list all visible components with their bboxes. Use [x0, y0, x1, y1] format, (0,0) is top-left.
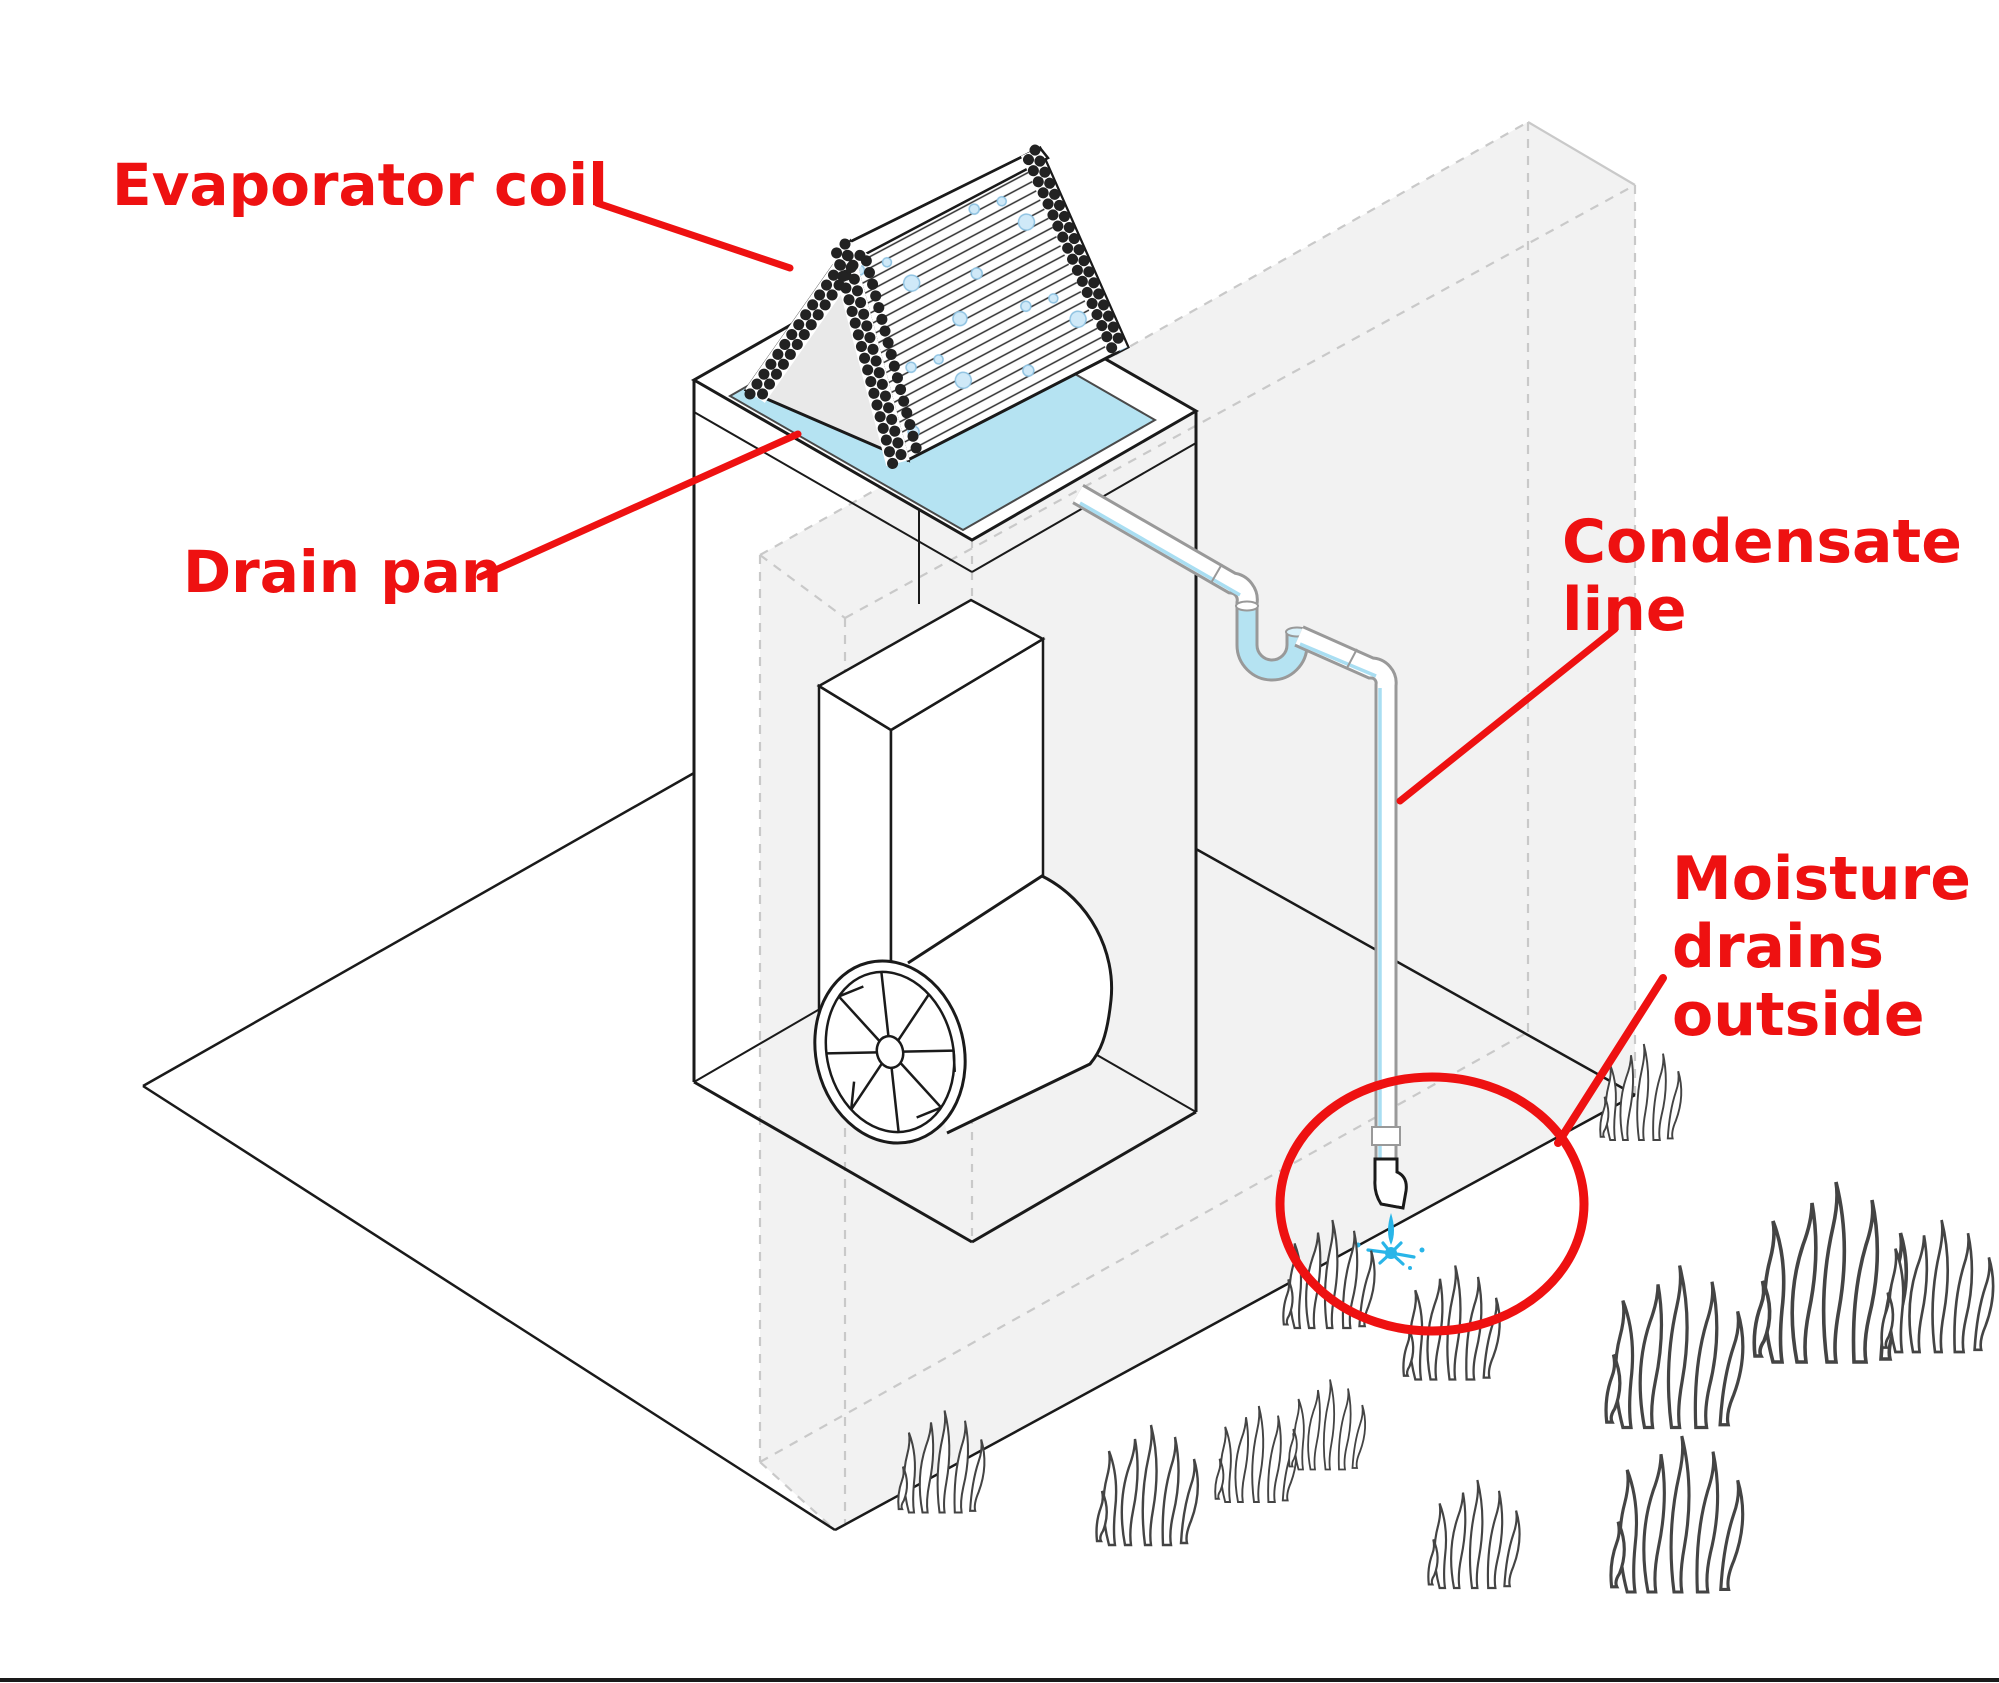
floor-edge-upper-right [1195, 847, 1636, 1097]
fan-face-inner-ring [824, 970, 956, 1134]
cabinet [692, 380, 1198, 1244]
leader-moisture-drains [1554, 974, 1667, 1147]
drain-outlet [1373, 1157, 1408, 1210]
label-drain-pan: Drain pan [183, 538, 503, 606]
leader-condensate-line [1396, 625, 1619, 805]
leader-drain-pan [476, 430, 802, 581]
evaporator-coil [743, 144, 1130, 471]
floor-edge-upper-left [142, 771, 695, 1088]
water-drip [1355, 1213, 1425, 1270]
leader-evaporator-coil [593, 199, 794, 272]
annotations [476, 199, 1667, 1336]
drain-outlet-circle [1275, 1072, 1589, 1336]
duct-top-face [816, 598, 1046, 732]
label-evaporator-coil: Evaporator coil [112, 151, 609, 219]
blower-fan [813, 874, 1114, 1145]
wall-hidden-edges [758, 121, 1637, 1531]
fan-hub [875, 1034, 905, 1070]
coil-scallops [744, 144, 1129, 471]
floor-edge-lower-left [142, 1084, 836, 1532]
fan-blades [826, 971, 956, 1133]
wall-top-edge [1527, 121, 1636, 186]
